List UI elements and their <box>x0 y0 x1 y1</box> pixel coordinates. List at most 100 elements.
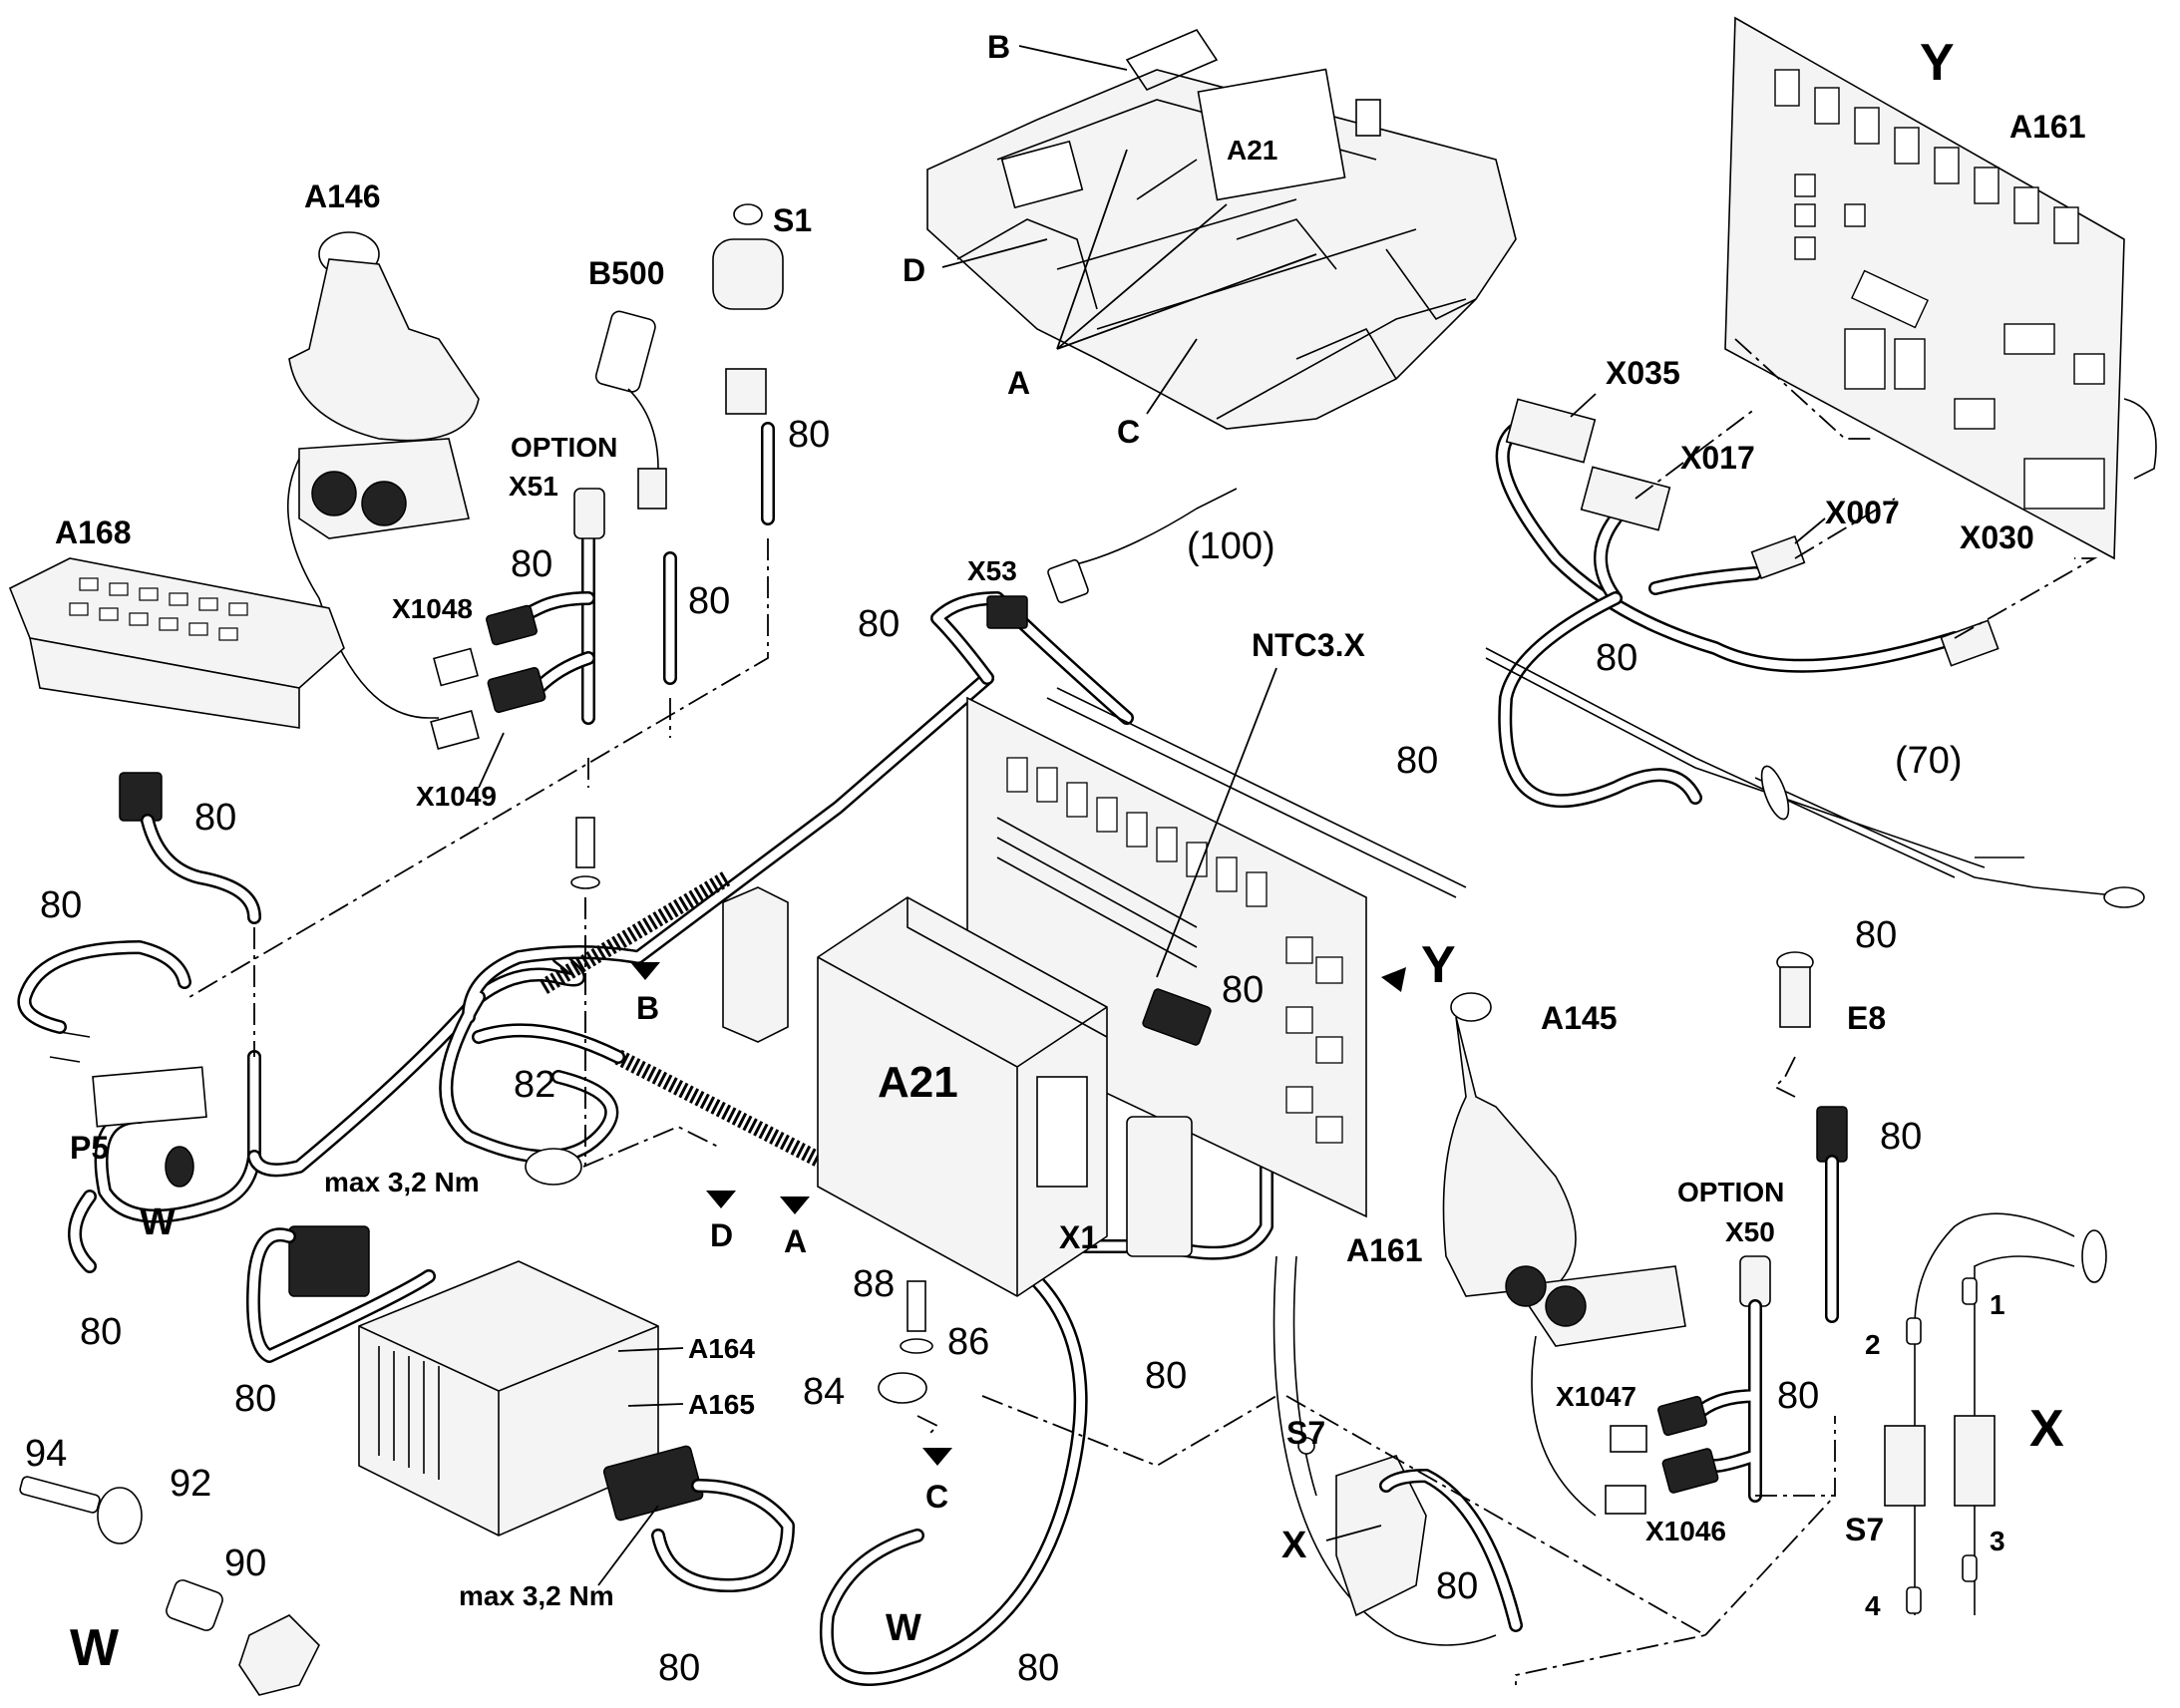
label-A21-top: A21 <box>1227 135 1277 166</box>
label-max-1: max 3,2 Nm <box>324 1167 480 1197</box>
connector-NTC3X <box>1142 988 1212 1046</box>
label-B-top: B <box>987 29 1010 65</box>
joystick-A146 <box>286 231 480 719</box>
clamp-detail-W <box>19 1476 320 1696</box>
leader-NTC3X <box>1156 667 1277 978</box>
label-option-right: OPTION <box>1677 1177 1784 1207</box>
module-A21 <box>722 886 1108 1297</box>
label-X53: X53 <box>967 555 1017 586</box>
label-X-big: X <box>2029 1400 2064 1458</box>
label-84: 84 <box>803 1371 845 1413</box>
cable-80-E8: 80 <box>1880 1116 1922 1158</box>
label-X1047: X1047 <box>1556 1381 1636 1412</box>
switch-S7-mid <box>1272 1255 1497 1646</box>
label-X035: X035 <box>1606 355 1680 391</box>
arrow-D <box>706 1191 736 1208</box>
label-max-2: max 3,2 Nm <box>459 1580 614 1611</box>
cable-80-X51: 80 <box>511 543 552 585</box>
label-W-left: W <box>140 1201 176 1243</box>
bolt-assembly <box>525 817 600 1186</box>
label-S7-right: S7 <box>1845 1512 1884 1547</box>
arrow-A <box>780 1196 810 1214</box>
label-A168: A168 <box>55 514 132 550</box>
cable-80-bottom-left: 80 <box>80 1311 122 1353</box>
label-S1: S1 <box>773 202 812 238</box>
keypad-A168 <box>8 557 345 729</box>
label-Y-top: Y <box>1920 34 1955 92</box>
label-P5: P5 <box>70 1130 109 1166</box>
label-94: 94 <box>25 1433 67 1475</box>
label-B500: B500 <box>588 255 665 291</box>
label-A-top: A <box>1007 365 1030 401</box>
label-X1049: X1049 <box>416 781 497 812</box>
harness-top-right <box>1485 422 2145 908</box>
label-A164: A164 <box>688 1333 755 1364</box>
label-NTC3X: NTC3.X <box>1252 627 1365 663</box>
board-A161-top <box>1724 16 2157 560</box>
option-X50-harness <box>1605 1255 1771 1515</box>
module-A164-A165 <box>288 1225 704 1537</box>
label-X1048: X1048 <box>392 593 473 624</box>
cable-80-70: 80 <box>1855 914 1897 956</box>
dash-S7 <box>1285 1395 1836 1685</box>
label-C-top: C <box>1117 414 1140 450</box>
left-top-harness <box>430 422 775 750</box>
label-option-top: OPTION <box>511 432 617 463</box>
board-A161-mid <box>966 696 1367 1218</box>
label-A-arrow: A <box>784 1223 807 1259</box>
label-X-mid: X <box>1281 1525 1307 1566</box>
label-E8: E8 <box>1847 1000 1886 1036</box>
cable-80-left: 80 <box>40 884 82 926</box>
label-D-top: D <box>903 252 925 288</box>
label-90: 90 <box>224 1542 266 1584</box>
connector-X53 <box>986 595 1028 629</box>
arrow-C <box>922 1448 952 1466</box>
label-X017: X017 <box>1680 440 1755 476</box>
label-A161-top: A161 <box>2009 109 2086 145</box>
label-100: (100) <box>1187 525 1275 567</box>
label-A161-mid: A161 <box>1346 1232 1423 1268</box>
cable-80-X50: 80 <box>1777 1375 1819 1417</box>
label-W-bottom: W <box>886 1607 921 1649</box>
label-3: 3 <box>1990 1526 2005 1556</box>
label-X1: X1 <box>1059 1219 1098 1255</box>
sensor-B500 <box>594 310 667 510</box>
label-86: 86 <box>947 1321 989 1363</box>
console-leaders <box>941 45 1317 415</box>
left-harness <box>17 772 585 1273</box>
label-4: 4 <box>1865 1590 1881 1621</box>
dash-C <box>981 1395 1277 1467</box>
connector-X007 <box>1750 534 1806 580</box>
cable-80-A168: 80 <box>194 797 236 839</box>
cable-80-NTC: 80 <box>1222 969 1264 1011</box>
dash-left-top <box>188 538 769 998</box>
label-88: 88 <box>853 1263 895 1305</box>
arrow-B <box>630 962 660 980</box>
label-A145: A145 <box>1541 1000 1618 1036</box>
label-X007: X007 <box>1825 495 1900 530</box>
label-82: 82 <box>514 1064 555 1106</box>
connector-100 <box>1047 558 1089 604</box>
label-S7-mid: S7 <box>1286 1415 1325 1451</box>
cable-80-S7: 80 <box>1436 1565 1478 1607</box>
cable-80-B500: 80 <box>688 580 730 622</box>
label-X50: X50 <box>1725 1216 1775 1247</box>
cable-80-A164: 80 <box>234 1378 276 1420</box>
connector-X017 <box>1580 466 1671 531</box>
label-X030: X030 <box>1960 519 2034 555</box>
connector-X1 <box>1126 1116 1193 1257</box>
cable-80-S1: 80 <box>788 414 830 456</box>
label-70: (70) <box>1895 740 1963 782</box>
label-92: 92 <box>170 1463 211 1505</box>
cable-80-X035: 80 <box>1596 637 1637 679</box>
switch-S7-detail <box>1884 1212 2107 1615</box>
joystick-A145 <box>1442 992 1686 1517</box>
cable-80-board: 80 <box>1396 740 1438 782</box>
label-Y-mid: Y <box>1421 936 1456 994</box>
cable-80-X1: 80 <box>1145 1355 1187 1397</box>
board-rod <box>1046 687 1467 898</box>
cable-80-X53: 80 <box>858 603 900 645</box>
label-C-arrow: C <box>925 1479 948 1515</box>
label-2: 2 <box>1865 1329 1881 1360</box>
